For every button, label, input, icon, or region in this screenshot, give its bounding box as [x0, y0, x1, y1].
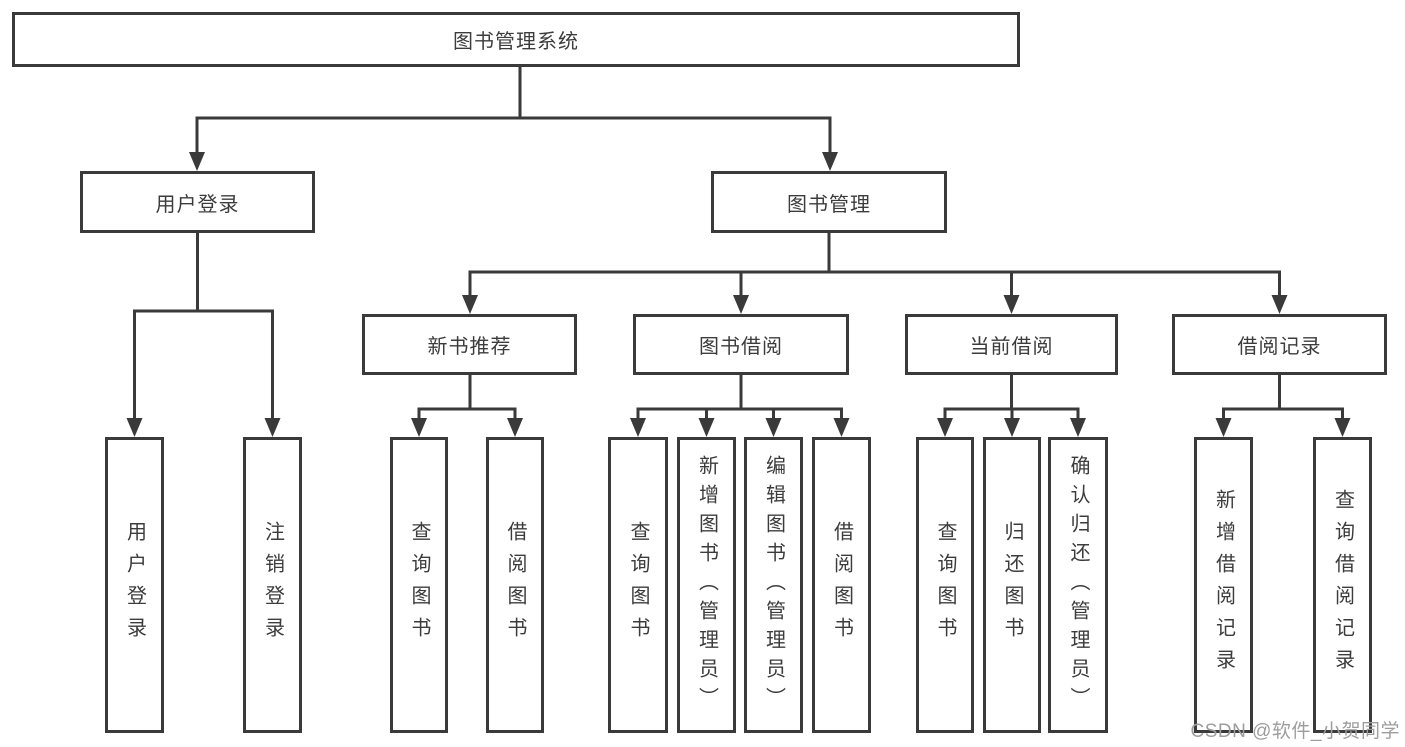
leaf-borrow-book: 借阅图书	[812, 437, 871, 733]
leaf-user-login: 用户登录	[105, 437, 164, 733]
section-borrow-records-label: 借阅记录	[1237, 336, 1322, 358]
leaf-confirm-return-admin: 确认归还（管理员）	[1048, 437, 1108, 733]
leaf-add-borrow-record: 新增借阅记录	[1194, 437, 1253, 733]
section-current-borrow-label: 当前借阅	[969, 336, 1054, 358]
root-node: 图书管理系统	[12, 12, 1020, 67]
branch-book-management-label: 图书管理	[787, 193, 871, 216]
section-book-borrow-label: 图书借阅	[699, 336, 783, 358]
branch-user-login-label: 用户登录	[155, 193, 240, 216]
leaf-user-login-label: 用户登录	[123, 521, 146, 649]
section-book-borrow: 图书借阅	[633, 314, 849, 375]
leaf-query-borrow-record-label: 查询借阅记录	[1331, 489, 1354, 681]
leaf-query-books-recommend: 查询图书	[390, 437, 448, 733]
leaf-query-books-borrow: 查询图书	[608, 437, 668, 733]
leaf-query-books-borrow-label: 查询图书	[627, 521, 649, 649]
branch-book-management: 图书管理	[711, 171, 947, 233]
leaf-query-books-current: 查询图书	[916, 437, 974, 733]
leaf-return-book: 归还图书	[983, 437, 1041, 733]
leaf-query-books-current-label: 查询图书	[934, 521, 956, 649]
leaf-borrow-books-recommend-label: 借阅图书	[504, 521, 526, 649]
leaf-edit-book-admin-label: 编辑图书（管理员）	[762, 454, 785, 716]
leaf-query-borrow-record: 查询借阅记录	[1313, 437, 1372, 733]
section-new-book-recommend-label: 新书推荐	[427, 336, 512, 358]
leaf-query-books-recommend-label: 查询图书	[408, 521, 430, 649]
section-borrow-records: 借阅记录	[1172, 314, 1387, 375]
leaf-logout: 注销登录	[243, 437, 302, 733]
watermark-text: CSDN @软件_小贺同学	[1190, 721, 1400, 742]
leaf-borrow-books-recommend: 借阅图书	[486, 437, 544, 733]
section-current-borrow: 当前借阅	[905, 314, 1118, 375]
leaf-borrow-book-label: 借阅图书	[830, 521, 853, 649]
root-label: 图书管理系统	[453, 31, 579, 53]
section-new-book-recommend: 新书推荐	[362, 314, 577, 375]
leaf-add-book-admin: 新增图书（管理员）	[677, 437, 736, 733]
leaf-add-book-admin-label: 新增图书（管理员）	[695, 454, 718, 716]
leaf-logout-label: 注销登录	[261, 521, 284, 649]
leaf-edit-book-admin: 编辑图书（管理员）	[744, 437, 803, 733]
leaf-add-borrow-record-label: 新增借阅记录	[1212, 489, 1235, 681]
leaf-confirm-return-admin-label: 确认归还（管理员）	[1067, 454, 1089, 716]
leaf-return-book-label: 归还图书	[1001, 521, 1023, 649]
branch-user-login: 用户登录	[80, 171, 315, 233]
